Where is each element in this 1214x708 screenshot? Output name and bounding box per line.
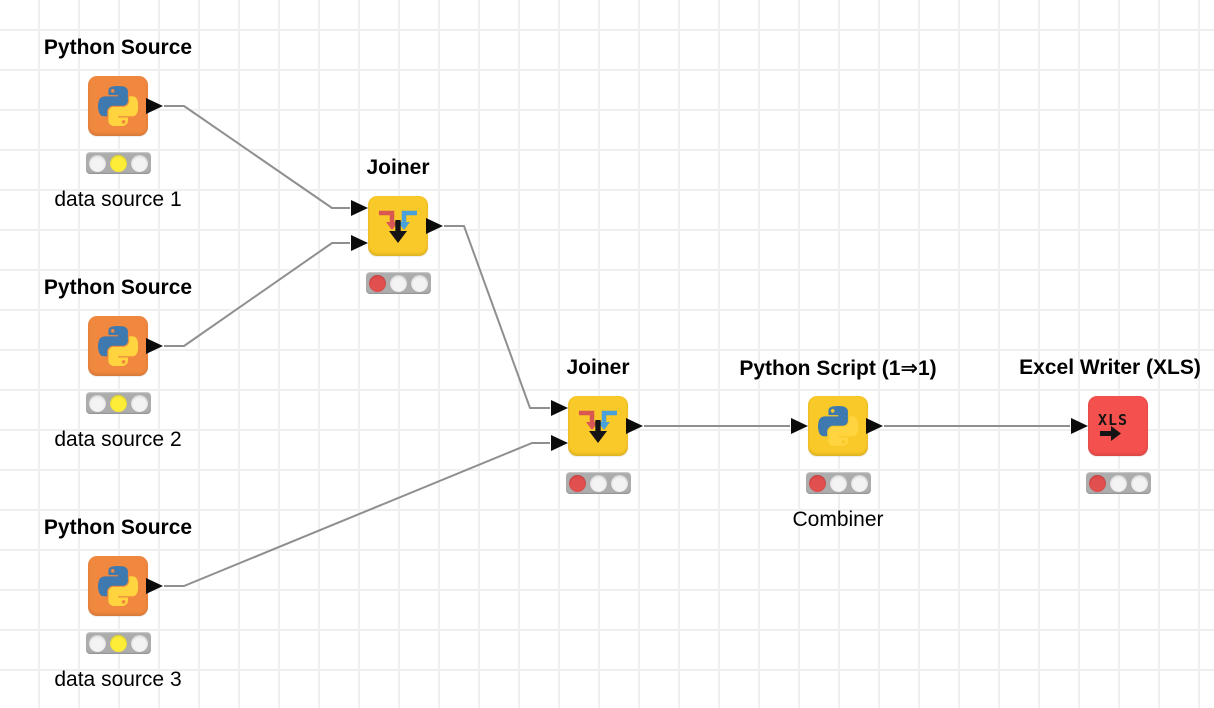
- traffic-red-light: [569, 474, 586, 492]
- python-logo-icon: [98, 86, 138, 126]
- svg-text:XLS: XLS: [1098, 411, 1128, 429]
- joiner-node-icon[interactable]: [568, 396, 628, 456]
- output-port-icon[interactable]: [146, 338, 163, 354]
- traffic-light-icon: [806, 472, 871, 494]
- traffic-off-light: [411, 274, 428, 292]
- output-port-icon[interactable]: [866, 418, 883, 434]
- traffic-light-icon: [86, 152, 151, 174]
- node-python-source-1[interactable]: Python Source data source 1: [44, 36, 192, 211]
- node-title: Python Source: [43, 516, 193, 539]
- traffic-light-icon: [366, 272, 431, 294]
- traffic-off-light: [131, 394, 148, 412]
- node-python-source-2[interactable]: Python Source data source 2: [44, 276, 192, 451]
- excel-node-icon[interactable]: XLS: [1088, 396, 1148, 456]
- node-title: Excel Writer (XLS): [1019, 356, 1201, 379]
- xls-export-icon: XLS: [1098, 411, 1128, 441]
- node-excel-writer[interactable]: Excel Writer (XLS) XLS: [1019, 356, 1201, 494]
- python-logo-icon: [98, 566, 138, 606]
- node-joiner-1[interactable]: Joiner: [351, 156, 443, 294]
- node-joiner-2[interactable]: Joiner: [551, 356, 643, 494]
- traffic-light-icon: [566, 472, 631, 494]
- traffic-yellow-light: [110, 154, 127, 172]
- traffic-off-light: [89, 394, 106, 412]
- traffic-off-light: [611, 474, 628, 492]
- node-annotation: data source 3: [54, 668, 182, 691]
- input-port-icon[interactable]: [1071, 418, 1088, 434]
- traffic-yellow-light: [110, 394, 127, 412]
- traffic-off-light: [851, 474, 868, 492]
- connection-joiner-1-to-joiner-2[interactable]: [444, 225, 550, 409]
- input-port-icon[interactable]: [351, 235, 368, 251]
- input-port-icon[interactable]: [351, 200, 368, 216]
- traffic-off-light: [590, 474, 607, 492]
- output-port-icon[interactable]: [426, 218, 443, 234]
- connection-python-source-3-to-joiner-2[interactable]: [164, 442, 550, 587]
- node-title: Joiner: [566, 356, 630, 379]
- python-node-icon[interactable]: [88, 76, 148, 136]
- joiner-arrows-icon: [579, 410, 617, 443]
- node-python-source-3[interactable]: Python Source data source 3: [44, 516, 192, 691]
- traffic-yellow-light: [110, 634, 127, 652]
- node-annotation: data source 1: [54, 188, 182, 211]
- python-node-icon[interactable]: [88, 556, 148, 616]
- traffic-red-light: [369, 274, 386, 292]
- input-port-icon[interactable]: [791, 418, 808, 434]
- connection-python-source-2-to-joiner-1[interactable]: [164, 242, 350, 347]
- output-port-icon[interactable]: [626, 418, 643, 434]
- node-annotation: data source 2: [54, 428, 182, 451]
- python-node-icon[interactable]: [88, 316, 148, 376]
- node-python-script[interactable]: Python Script (1⇒1) Combiner: [739, 357, 936, 531]
- traffic-off-light: [131, 634, 148, 652]
- input-port-icon[interactable]: [551, 435, 568, 451]
- output-port-icon[interactable]: [146, 578, 163, 594]
- node-title: Python Script (1⇒1): [739, 357, 937, 380]
- traffic-light-icon: [86, 632, 151, 654]
- input-port-icon[interactable]: [551, 400, 568, 416]
- traffic-red-light: [1089, 474, 1106, 492]
- traffic-light-icon: [86, 392, 151, 414]
- python-logo-icon: [818, 406, 858, 446]
- node-annotation: Combiner: [792, 508, 884, 531]
- traffic-off-light: [131, 154, 148, 172]
- traffic-red-light: [809, 474, 826, 492]
- node-title: Python Source: [43, 36, 193, 59]
- output-port-icon[interactable]: [146, 98, 163, 114]
- traffic-off-light: [89, 154, 106, 172]
- traffic-off-light: [1110, 474, 1127, 492]
- traffic-light-icon: [1086, 472, 1151, 494]
- joiner-arrows-icon: [379, 210, 417, 243]
- python-node-icon[interactable]: [808, 396, 868, 456]
- traffic-off-light: [390, 274, 407, 292]
- traffic-off-light: [1131, 474, 1148, 492]
- traffic-off-light: [830, 474, 847, 492]
- node-title: Joiner: [366, 156, 430, 179]
- node-title: Python Source: [43, 276, 193, 299]
- joiner-node-icon[interactable]: [368, 196, 428, 256]
- traffic-off-light: [89, 634, 106, 652]
- python-logo-icon: [98, 326, 138, 366]
- connection-python-source-1-to-joiner-1[interactable]: [164, 105, 350, 209]
